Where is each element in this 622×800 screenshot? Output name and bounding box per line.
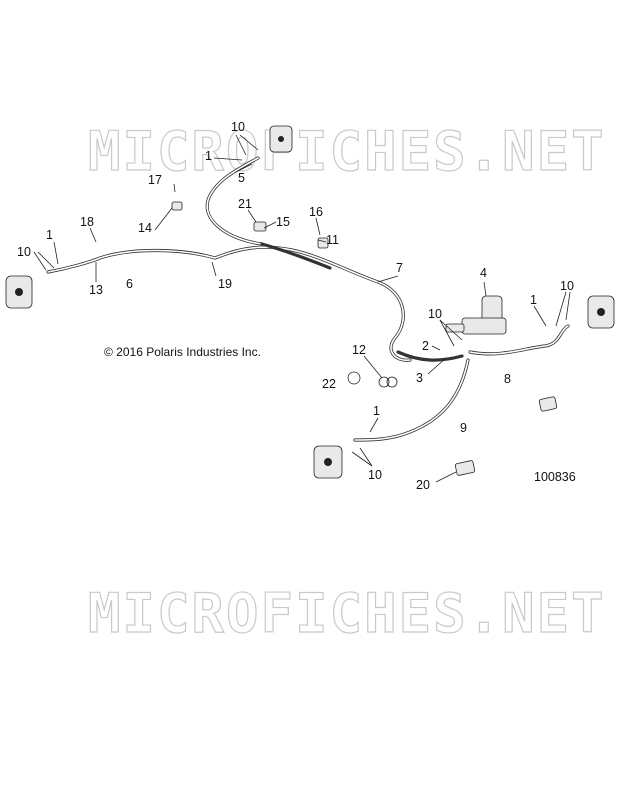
callout-1-left: 1 bbox=[46, 228, 53, 242]
watermark-top: MICROFICHES.NET bbox=[88, 120, 606, 183]
caliper-bottom bbox=[313, 445, 343, 479]
copyright-notice: © 2016 Polaris Industries Inc. bbox=[104, 345, 261, 359]
callout-15: 15 bbox=[276, 215, 290, 229]
clip-20 bbox=[454, 460, 476, 476]
callout-5: 5 bbox=[238, 171, 245, 185]
callout-13: 13 bbox=[89, 283, 103, 297]
callout-1-bottom: 1 bbox=[373, 404, 380, 418]
caliper-right bbox=[587, 295, 615, 329]
callout-10-right: 10 bbox=[560, 279, 574, 293]
o-rings-22-12 bbox=[347, 371, 398, 388]
callout-16: 16 bbox=[309, 205, 323, 219]
callout-4: 4 bbox=[480, 266, 487, 280]
callout-6: 6 bbox=[126, 277, 133, 291]
callout-10-mid: 10 bbox=[428, 307, 442, 321]
callout-labels: 10 1 5 17 21 15 16 11 18 14 10 1 13 6 19… bbox=[17, 120, 574, 492]
callout-20: 20 bbox=[416, 478, 430, 492]
callout-22: 22 bbox=[322, 377, 336, 391]
callout-18: 18 bbox=[80, 215, 94, 229]
callout-10-bottom: 10 bbox=[368, 468, 382, 482]
callout-10-top: 10 bbox=[231, 120, 245, 134]
callout-10-left: 10 bbox=[17, 245, 31, 259]
clip-14 bbox=[171, 201, 183, 211]
clip-15 bbox=[253, 221, 267, 232]
clip-right bbox=[538, 396, 558, 412]
brake-lines bbox=[46, 156, 570, 442]
callout-17: 17 bbox=[148, 173, 162, 187]
callout-11: 11 bbox=[326, 233, 339, 247]
callout-7: 7 bbox=[396, 261, 403, 275]
watermark-bottom: MICROFICHES.NET bbox=[88, 582, 606, 645]
callout-1-right: 1 bbox=[530, 293, 537, 307]
caliper-top-right bbox=[269, 125, 293, 153]
leader-lines bbox=[33, 134, 571, 483]
callout-2: 2 bbox=[422, 339, 429, 353]
figure-number: 100836 bbox=[534, 470, 576, 484]
callout-3: 3 bbox=[416, 371, 423, 385]
master-cylinder bbox=[445, 295, 507, 335]
callout-14: 14 bbox=[138, 221, 152, 235]
callout-9: 9 bbox=[460, 421, 467, 435]
callout-1-top: 1 bbox=[205, 149, 212, 163]
callout-8: 8 bbox=[504, 372, 511, 386]
caliper-left bbox=[5, 275, 33, 309]
callout-12: 12 bbox=[352, 343, 366, 357]
callout-21: 21 bbox=[238, 197, 252, 211]
callout-19: 19 bbox=[218, 277, 232, 291]
